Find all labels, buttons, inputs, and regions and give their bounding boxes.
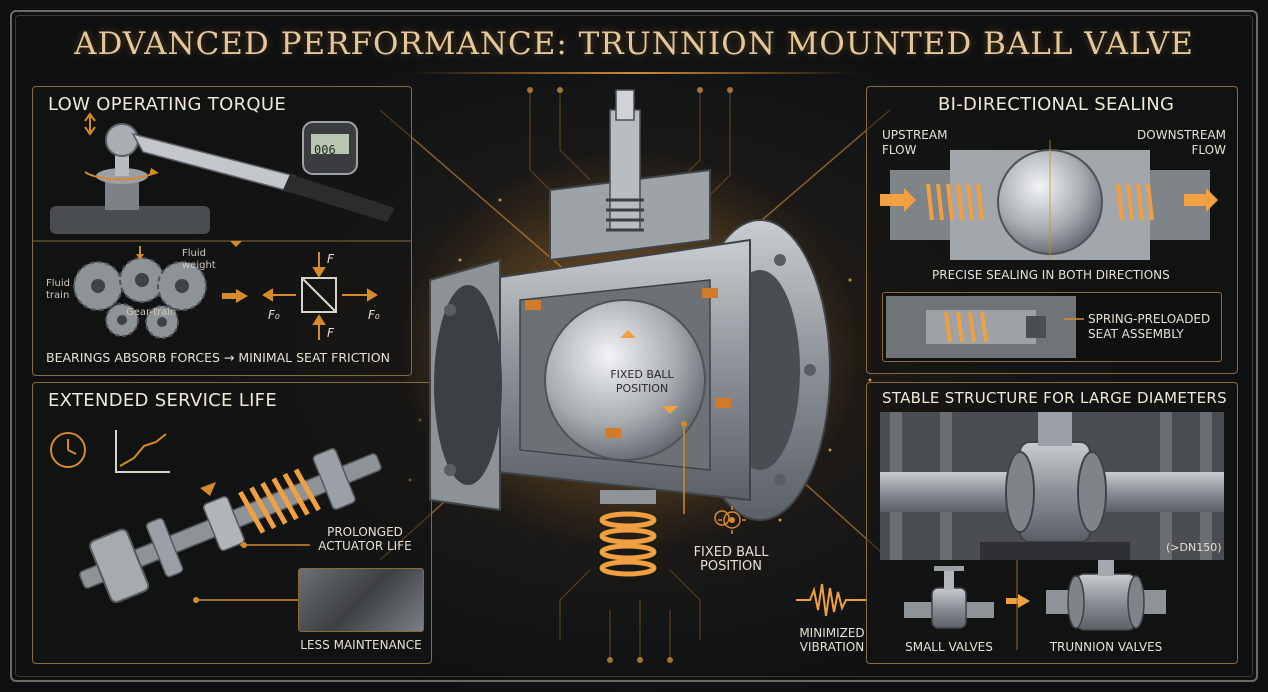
trunnion-valve-illustration (1046, 560, 1166, 631)
label-seat-assembly: SPRING-PRELOADED SEAT ASSEMBLY (1088, 312, 1211, 341)
callout-line-seat (1064, 318, 1084, 320)
label-fixed-ball-inner: FIXED BALL POSITION (610, 368, 674, 395)
force-label-bottom: F (327, 326, 334, 340)
structure-divider (1016, 560, 1018, 650)
seat-assembly-illustration (886, 296, 1076, 358)
torque-wrench-illustration (50, 112, 395, 234)
title-rule (410, 72, 858, 74)
clock-icon (50, 432, 86, 468)
label-gear-train: Gear-train (126, 307, 177, 318)
callout-actuator-life: PROLONGED ACTUATOR LIFE (318, 525, 412, 553)
size-tag: (>DN150) (1166, 541, 1222, 554)
label-upstream-flow: UPSTREAM FLOW (882, 128, 948, 157)
target-icon (718, 506, 746, 534)
page-title: ADVANCED PERFORMANCE: TRUNNION MOUNTED B… (74, 26, 1194, 62)
structure-panel-title: STABLE STRUCTURE FOR LARGE DIAMETERS (882, 389, 1227, 407)
sealing-caption: PRECISE SEALING IN BOTH DIRECTIONS (932, 268, 1170, 282)
pipeline-illustration (880, 412, 1224, 560)
arrow-icon (222, 289, 248, 303)
torque-panel-title: LOW OPERATING TORQUE (48, 94, 286, 115)
force-diagram (262, 252, 378, 340)
callout-line-maintenance (193, 597, 298, 603)
trunnion-valve-cutaway (400, 89, 860, 577)
label-trunnion-valves: TRUNNION VALVES (1049, 640, 1163, 654)
gauge-reading: 006 (314, 143, 336, 157)
torque-caption: BEARINGS ABSORB FORCES → MINIMAL SEAT FR… (46, 350, 390, 365)
small-valve-illustration (904, 566, 994, 629)
gear-train-illustration (73, 246, 207, 339)
sealing-cross-section (880, 140, 1218, 260)
actuator-shaft-illustration (79, 448, 382, 604)
label-small-valves: SMALL VALVES (905, 640, 993, 654)
force-label-left: F₀ (268, 308, 280, 322)
torque-panel-divider (32, 240, 412, 247)
sealing-panel-title: BI-DIRECTIONAL SEALING (938, 94, 1175, 115)
fixed-ball-marker (681, 421, 730, 526)
label-fixed-ball-outer: FIXED BALL POSITION (693, 545, 769, 574)
force-label-right: F₀ (368, 308, 380, 322)
growth-chart-icon (115, 430, 170, 473)
label-fluid-train: Fluid train (46, 278, 70, 301)
callout-less-maintenance: LESS MAINTENANCE (300, 638, 422, 652)
callout-line-actuator (240, 542, 310, 548)
maintenance-inset (298, 568, 424, 632)
vibration-wave-icon (796, 583, 866, 617)
label-minimized-vibration: MINIMIZED VIBRATION (799, 626, 865, 654)
life-panel-title: EXTENDED SERVICE LIFE (48, 390, 278, 411)
arrow-icon (1006, 594, 1030, 608)
label-fluid-weight: Fluid weight (182, 248, 216, 271)
label-downstream-flow: DOWNSTREAM FLOW (1137, 128, 1226, 157)
force-label-top: F (327, 252, 334, 266)
